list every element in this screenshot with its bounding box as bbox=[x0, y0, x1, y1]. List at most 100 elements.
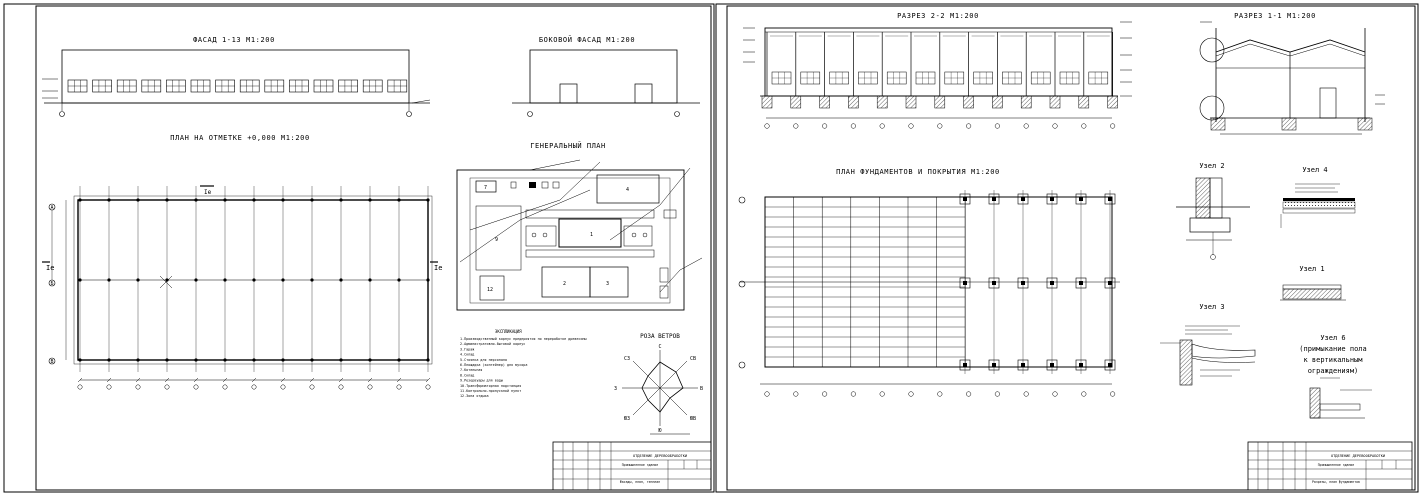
column bbox=[78, 358, 82, 362]
foundation-block bbox=[992, 95, 1003, 109]
foundation-pad bbox=[1046, 277, 1058, 289]
foundation-block bbox=[848, 95, 859, 109]
wind-rose-polygon bbox=[641, 361, 684, 413]
column bbox=[426, 198, 430, 202]
node-3-title: Узел 3 bbox=[1199, 303, 1224, 311]
grid-axis-marker bbox=[338, 384, 344, 390]
node-6-detail: Узел 6 (примыкание пола к вертикальным о… bbox=[1299, 334, 1372, 419]
section-1-1-title: РАЗРЕЗ 1-1 М1:200 bbox=[1234, 12, 1316, 20]
facade-window bbox=[313, 79, 334, 93]
facade-window bbox=[190, 79, 211, 93]
node-2-detail: Узел 2 bbox=[1176, 162, 1250, 260]
column bbox=[194, 358, 198, 362]
grid-axis-marker bbox=[994, 123, 1000, 129]
section-mark-left: Iе bbox=[46, 264, 54, 272]
facade-window bbox=[92, 79, 112, 93]
column bbox=[368, 358, 372, 362]
foundation-pad bbox=[988, 277, 1000, 289]
grid-axis-marker bbox=[222, 384, 228, 390]
section-2-2-title: РАЗРЕЗ 2-2 М1:200 bbox=[897, 12, 979, 20]
grid-axis-marker bbox=[764, 391, 770, 397]
grid-axis-marker bbox=[822, 123, 828, 129]
side-facade-title: БОКОВОЙ ФАСАД М1:200 bbox=[539, 35, 635, 44]
grid-axis-marker bbox=[850, 123, 856, 129]
facade-axis-13 bbox=[406, 111, 412, 117]
svg-text:4: 4 bbox=[626, 187, 629, 193]
grid-axis-marker bbox=[879, 391, 885, 397]
wind-label-nw: СЗ bbox=[624, 356, 630, 362]
wind-label-s: Ю bbox=[658, 428, 661, 434]
wind-rose-title: РОЗА ВЕТРОВ bbox=[640, 333, 680, 340]
foundation-pad bbox=[1046, 193, 1058, 205]
side-facade: БОКОВОЙ ФАСАД М1:200 bbox=[512, 35, 700, 117]
facade-window bbox=[387, 79, 408, 93]
facade-window bbox=[239, 79, 260, 93]
title-block-2: ОТДЕЛЕНИЕ ДЕРЕВООБРАБОТКИ Промышленное з… bbox=[1247, 441, 1413, 491]
section-2-2: РАЗРЕЗ 2-2 М1:200 bbox=[743, 12, 1132, 129]
section-window bbox=[915, 71, 936, 85]
wind-label-e: В bbox=[700, 386, 703, 392]
column bbox=[252, 358, 256, 362]
grid-axis-marker bbox=[309, 384, 315, 390]
legend-items: 1.Производственный корпус предприятия по… bbox=[460, 336, 587, 398]
node-6-caption-2: к вертикальным bbox=[1303, 356, 1363, 364]
column bbox=[281, 198, 285, 202]
grid-axis-marker bbox=[193, 384, 199, 390]
genplan-bldg-3 bbox=[589, 266, 629, 298]
legend-item: 1.Производственный корпус предприятия по… bbox=[460, 336, 587, 341]
section-window bbox=[1059, 71, 1080, 85]
section-window bbox=[886, 71, 907, 85]
grid-axis-marker bbox=[793, 391, 799, 397]
section-window bbox=[944, 71, 965, 85]
genplan-title: ГЕНЕРАЛЬНЫЙ ПЛАН bbox=[530, 141, 605, 150]
sheet-1-inner-border bbox=[35, 5, 712, 491]
node-6-caption-1: (примыкание пола bbox=[1299, 345, 1366, 353]
grid-axis-marker bbox=[764, 123, 770, 129]
grid-axis-marker bbox=[1023, 123, 1029, 129]
foundation-block bbox=[1049, 95, 1061, 109]
foundation-pad bbox=[988, 193, 1000, 205]
facade-title: ФАСАД 1-13 М1:200 bbox=[193, 36, 275, 44]
stamp-2-org: Промышленное здание bbox=[1318, 463, 1355, 467]
legend-item: 7.Котельная bbox=[460, 368, 482, 372]
general-plan: ГЕНЕРАЛЬНЫЙ ПЛАН 7 4 9 1 2 bbox=[456, 141, 703, 311]
sheet-2-outer-border bbox=[715, 3, 1419, 493]
foundation-pad bbox=[1046, 359, 1058, 371]
facade-window bbox=[264, 79, 285, 93]
foundation-block bbox=[963, 95, 974, 109]
section-window bbox=[1030, 71, 1051, 85]
grid-axis-marker bbox=[425, 384, 431, 390]
section-mark-right: Iе bbox=[434, 264, 442, 272]
facade-window bbox=[215, 79, 235, 93]
svg-text:7: 7 bbox=[484, 185, 487, 191]
legend-item: 3.Гараж bbox=[460, 347, 474, 351]
foundation-block bbox=[819, 95, 830, 109]
legend-item: 6.Площадка (контейнер) для мусора bbox=[460, 363, 527, 367]
grid-axis-marker bbox=[793, 123, 799, 129]
grid-axis-marker bbox=[966, 391, 972, 397]
column bbox=[397, 358, 401, 362]
column bbox=[223, 358, 227, 362]
grid-axis-marker bbox=[251, 384, 257, 390]
foundation-pad bbox=[1017, 193, 1029, 205]
foundation-block bbox=[876, 95, 888, 109]
column bbox=[281, 358, 285, 362]
foundation-block bbox=[761, 95, 773, 109]
section-window bbox=[800, 71, 821, 85]
sheet-2: РАЗРЕЗ 2-2 М1:200 РАЗРЕЗ 1-1 М1:200 bbox=[715, 3, 1419, 493]
column bbox=[136, 358, 140, 362]
side-facade-gate-right bbox=[634, 83, 653, 104]
section-window bbox=[1088, 71, 1109, 85]
section-window bbox=[858, 71, 878, 85]
node-1-title: Узел 1 bbox=[1299, 265, 1324, 273]
facade-window bbox=[289, 79, 309, 93]
grid-axis-marker bbox=[908, 391, 914, 397]
legend-item: 2.Административно-бытовой корпус bbox=[460, 341, 525, 346]
grid-axis-marker bbox=[164, 384, 170, 390]
column bbox=[310, 198, 314, 202]
stamp-2-sheet: Разрезы, план фундаментов bbox=[1312, 480, 1360, 484]
title-block-1: ОТДЕЛЕНИЕ ДЕРЕВООБРАБОТКИ Промышленное з… bbox=[552, 441, 712, 491]
grid-axis-marker bbox=[396, 384, 402, 390]
section-window bbox=[771, 71, 792, 85]
grid-axis-marker bbox=[367, 384, 373, 390]
